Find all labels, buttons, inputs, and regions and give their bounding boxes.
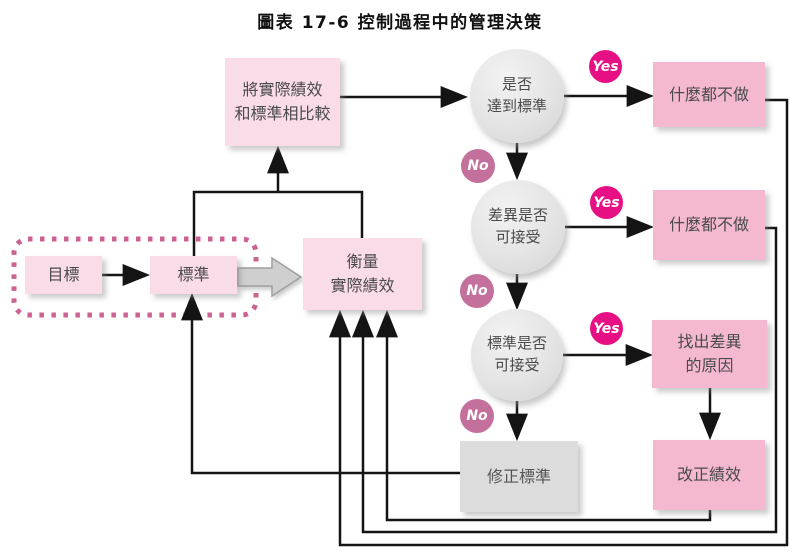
measure-performance-label-line2: 實際績效 [330,276,395,295]
measure-performance-box: 衡量 實際績效 [303,238,422,310]
no-badge-1: No [461,149,495,183]
compare-performance-label-line1: 將實際績效 [242,80,323,99]
compare-performance-box: 將實際績效 和標準相比較 [225,58,340,146]
block-arrow-standard-measure [237,256,303,298]
feedback-nothing2-measure [352,226,778,534]
find-cause-label-line2: 的原因 [685,356,734,375]
decision-circle-standard-met: 是否 達到標準 [470,49,564,143]
compare-performance-label-line2: 和標準相比較 [234,104,331,123]
goal-box: 目標 [25,256,102,294]
goal-label: 目標 [47,265,80,284]
decision-3-label-line2: 可接受 [494,356,540,374]
find-cause-label-line1: 找出差異 [677,332,742,351]
decision-3-label-line1: 標準是否 [486,334,547,353]
correct-performance-box: 改正績效 [653,440,765,510]
standard-box: 標準 [150,256,237,294]
revise-standard-box: 修正標準 [460,441,578,512]
do-nothing-label-1: 什麼都不做 [668,84,749,104]
no-badge-2: No [460,274,494,308]
find-cause-box: 找出差異 的原因 [652,320,767,388]
standard-label: 標準 [177,265,210,284]
decision-circle-variance-acceptable: 差異是否 可接受 [471,180,565,274]
do-nothing-label-2: 什麼都不做 [668,215,749,234]
yes-badge-2: Yes [590,186,623,219]
correct-performance-label: 改正績效 [676,465,741,484]
decision-1-label-line1: 是否 [501,75,532,94]
goal-standard-dashed-region [11,236,259,318]
revise-standard-label: 修正標準 [486,466,551,486]
measure-performance-label-line1: 衡量 [346,252,379,271]
decision-circle-standard-acceptable: 標準是否 可接受 [471,309,563,401]
yes-badge-3: Yes [590,312,623,345]
decision-2-label-line2: 可接受 [495,228,541,246]
decision-2-label-line1: 差異是否 [487,206,548,225]
feedback-correct-measure [376,309,712,522]
feedback-revise-standard [181,292,460,475]
feedback-nothing1-measure [329,98,789,547]
no-badge-3: No [460,399,494,433]
diagram-title: 圖表 17-6 控制過程中的管理決策 [257,13,543,33]
yes-badge-1: Yes [589,50,622,83]
decision-1-label-line2: 達到標準 [486,97,547,115]
do-nothing-box-1: 什麼都不做 [653,62,765,127]
do-nothing-box-2: 什麼都不做 [653,190,765,260]
